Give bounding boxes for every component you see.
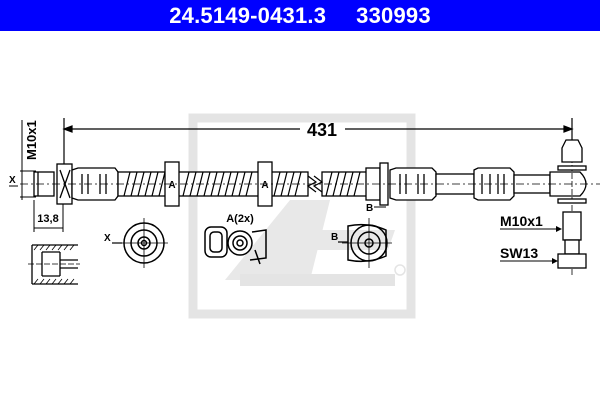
section-b-label: B [331,232,338,243]
hose-drawing: 431 M10x1 X 13,8 [9,113,600,319]
clip-detail-view [204,226,267,265]
clip-detail-label: A(2x) [226,213,254,225]
x-marker-label: X [9,175,16,186]
right-thread-label: M10x1 [500,213,543,229]
section-x-view [120,218,168,268]
left-thread-dimension [20,120,36,200]
wrench-size-label: SW13 [500,245,538,261]
svg-text:A: A [261,180,268,191]
section-b-view [342,218,392,268]
left-thread-label: M10x1 [24,120,39,160]
part-number: 24.5149-0431.3 [169,2,327,28]
port-section-view [28,244,80,285]
fitting-length-label: 13,8 [37,213,58,225]
banjo-bolt-assembly [557,125,587,275]
b-marker-label: B [366,203,373,214]
length-label: 431 [307,120,337,140]
reference-number: 330993 [356,2,431,28]
fitting-length-dimension [33,200,64,232]
title-bar: 24.5149-0431.3 330993 [0,0,600,31]
svg-text:A: A [168,180,175,191]
length-dimension [62,118,574,165]
section-x-label: X [104,233,111,244]
